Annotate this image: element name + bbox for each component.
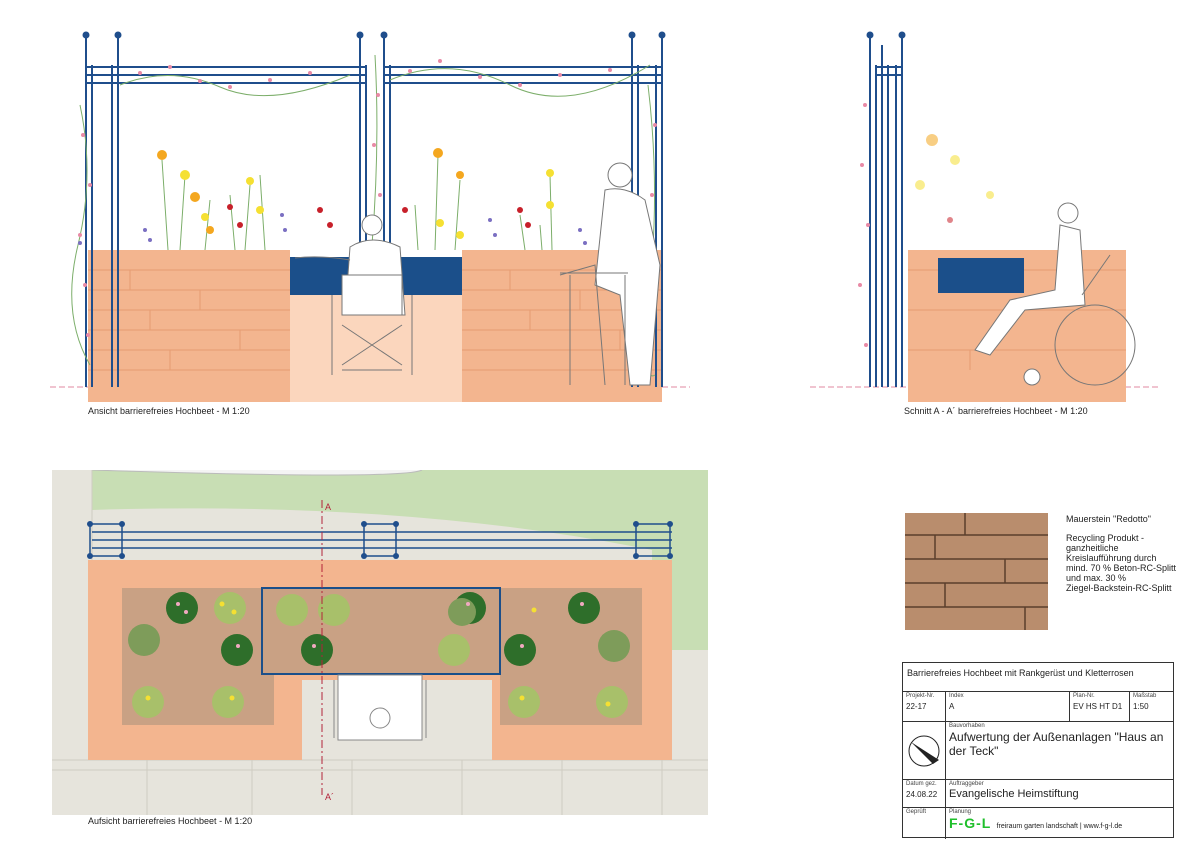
index-label: Index [949, 693, 964, 699]
legend-line: mind. 70 % Beton-RC-Splitt [1066, 563, 1177, 573]
plan-shrubs [128, 592, 630, 718]
perennial-flowers [78, 148, 587, 251]
project-name: Aufwertung der Außenanlagen "Haus an der… [949, 730, 1164, 758]
title-block: Barrierefreies Hochbeet mit Rankgerüst u… [902, 662, 1174, 839]
lawn-area [92, 470, 708, 650]
plan-caption: Aufsicht barrierefreies Hochbeet - M 1:2… [88, 816, 253, 826]
project-no: 22-17 [906, 702, 927, 711]
plan-no-label: Plan-Nr. [1073, 693, 1095, 699]
plan-planter-box [261, 587, 501, 675]
north-arrow-icon [908, 735, 940, 767]
legend-line: Ziegel-Backstein-RC-Splitt [1066, 583, 1172, 593]
plan-wheelchair-user [333, 674, 427, 741]
plan-soil-bed [122, 588, 642, 725]
legend-line: Kreislaufführung durch [1066, 553, 1157, 563]
plan-trellis [89, 523, 672, 557]
project-label: Bauvorhaben [949, 723, 985, 729]
wheelchair-user-side [974, 202, 1136, 386]
section-trellis [869, 35, 903, 387]
left-brick-wall [88, 250, 290, 402]
wheelchair-user-back [294, 214, 413, 375]
project-row: Bauvorhaben Aufwertung der Außenanlagen … [903, 721, 1173, 780]
planner-logo: F-G-L [949, 815, 992, 831]
planning-label: Planung [949, 809, 972, 815]
legend-line: ganzheitliche [1066, 543, 1119, 553]
plan-no: EV HS HT D1 [1073, 702, 1123, 711]
trellis-frame [85, 35, 663, 387]
project-no-label: Projekt-Nr. [906, 693, 935, 699]
legend-line: Recycling Produkt - [1066, 533, 1145, 543]
person-with-walker [559, 162, 661, 386]
section-planter-box [938, 258, 1024, 293]
section-mark-bottom: A´ [325, 792, 334, 802]
scale-value: 1:50 [1133, 702, 1149, 711]
client-name: Evangelische Heimstiftung [949, 788, 1079, 800]
date-value: 24.08.22 [906, 790, 938, 799]
legend-title: Mauerstein "Redotto" [1066, 514, 1151, 524]
date-label: Datum gez. [906, 781, 937, 787]
checked-label: Geprüft [906, 809, 927, 815]
section-mark-top: A [325, 502, 331, 512]
elevation-caption: Ansicht barrierefreies Hochbeet - M 1:20 [88, 406, 250, 416]
section-drawing [810, 31, 1160, 402]
index-value: A [949, 702, 955, 711]
drawing-title: Barrierefreies Hochbeet mit Rankgerüst u… [907, 668, 1134, 678]
planner-text: freiraum garten landschaft | www.f-g-l.d… [996, 823, 1123, 830]
legend-line: und max. 30 % [1066, 573, 1127, 583]
planner-row: Geprüft Planung F-G-L freiraum garten la… [903, 807, 1173, 839]
plan-drawing: A A´ [52, 470, 708, 815]
elevation-drawing [50, 31, 690, 402]
section-caption: Schnitt A - A´ barrierefreies Hochbeet -… [904, 406, 1088, 416]
brick-texture-swatch [905, 513, 1048, 630]
client-label: Auftraggeber [949, 781, 984, 787]
scale-label: Maßstab [1133, 693, 1157, 699]
